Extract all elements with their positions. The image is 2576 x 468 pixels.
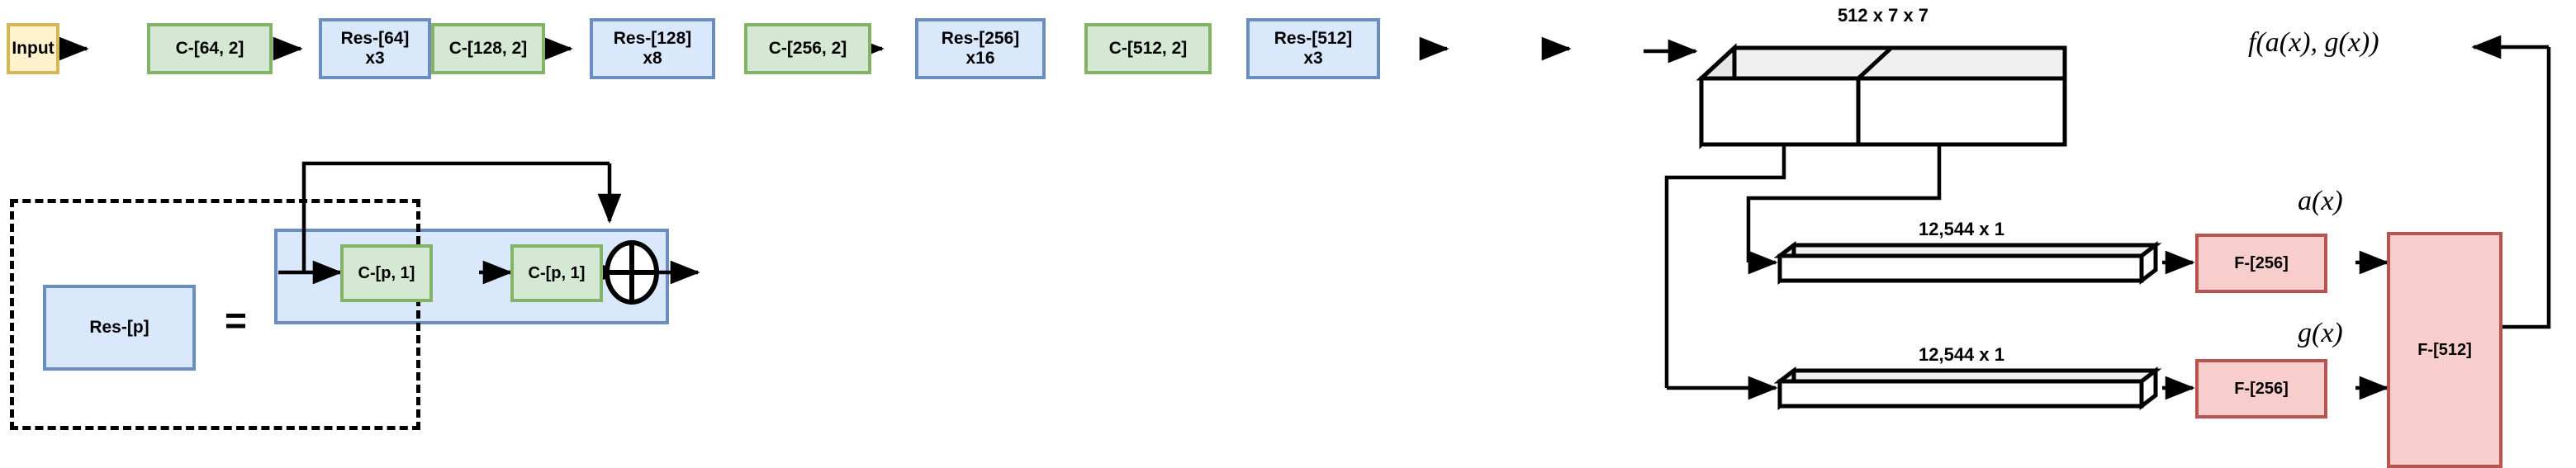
block-c256[interactable]: C-[256, 2]	[744, 23, 871, 74]
label-a-of-x: a(x)	[2298, 186, 2343, 216]
block-input[interactable]: Input	[7, 23, 59, 74]
feature-map-cuboid	[1696, 43, 2067, 149]
block-c128[interactable]: C-[128, 2]	[431, 23, 545, 74]
block-c64[interactable]: C-[64, 2]	[147, 23, 273, 74]
flatten-bar-lower	[1773, 366, 2162, 411]
backbone-arrows	[59, 36, 1698, 64]
block-res512[interactable]: Res-[512] x3	[1246, 18, 1380, 79]
legend-skip-connection	[301, 161, 610, 272]
caption-flatten-lower: 12,544 x 1	[1919, 344, 2004, 365]
label-output-function: f(a(x), g(x))	[2248, 27, 2379, 58]
legend-block-res-p[interactable]: Res-[p]	[43, 285, 196, 371]
legend-conv-2[interactable]: C-[p, 1]	[510, 244, 603, 302]
legend-equals-sign: =	[225, 299, 247, 342]
flatten-bar-upper	[1773, 240, 2162, 286]
block-res64[interactable]: Res-[64] x3	[319, 18, 431, 79]
block-fc256-upper[interactable]: F-[256]	[2195, 234, 2327, 293]
caption-flatten-upper: 12,544 x 1	[1919, 219, 2004, 239]
legend-conv-1[interactable]: C-[p, 1]	[340, 244, 433, 302]
label-g-of-x: g(x)	[2298, 318, 2343, 348]
block-c512[interactable]: C-[512, 2]	[1084, 23, 1212, 74]
flatten-arrows	[1667, 250, 2389, 400]
flatten-routing	[1664, 144, 1942, 388]
legend-container	[10, 199, 420, 430]
caption-feature-map: 512 x 7 x 7	[1837, 5, 1929, 26]
block-res128[interactable]: Res-[128] x8	[590, 18, 715, 79]
legend-sum-icon	[605, 240, 659, 305]
fusion-output-path	[2502, 47, 2551, 329]
block-fc256-lower[interactable]: F-[256]	[2195, 359, 2327, 418]
block-fc512-fusion[interactable]: F-[512]	[2387, 232, 2502, 468]
block-res256[interactable]: Res-[256] x16	[915, 18, 1046, 79]
